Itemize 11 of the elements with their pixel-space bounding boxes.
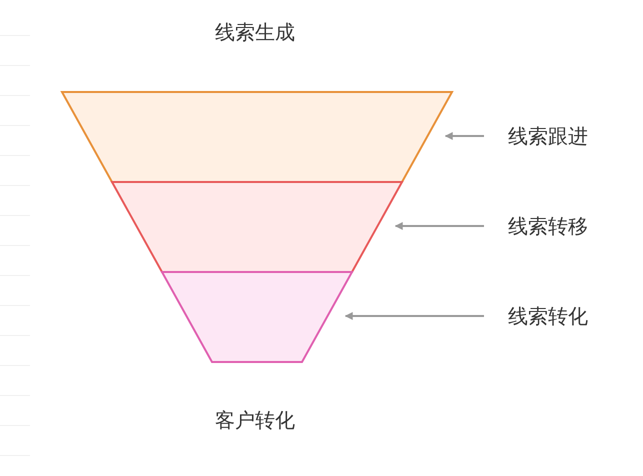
funnel-label: 线索生成 — [214, 19, 296, 46]
funnel-segment — [62, 92, 452, 182]
arrow — [394, 222, 484, 230]
stage-label: 线索转化 — [508, 302, 588, 330]
arrow — [444, 132, 484, 140]
funnel-segment — [162, 272, 352, 362]
stage-label: 线索跟进 — [508, 122, 588, 150]
arrow — [344, 312, 484, 320]
funnel-label: 客户转化 — [214, 407, 296, 434]
funnel-segment — [112, 182, 402, 272]
stage-label: 线索转移 — [508, 212, 588, 240]
